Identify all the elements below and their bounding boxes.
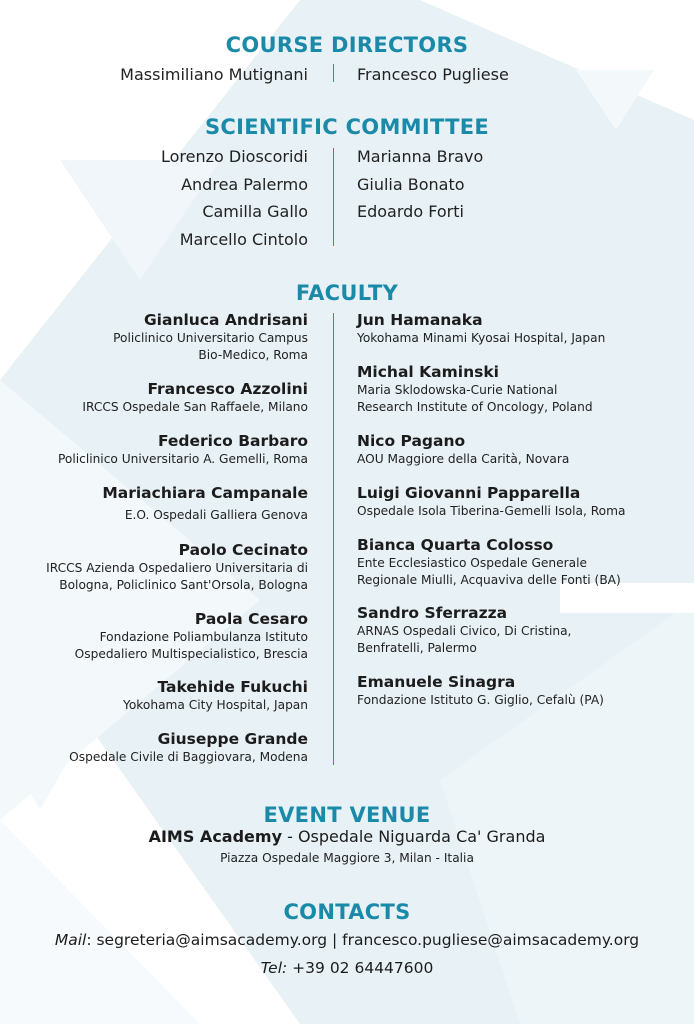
committee-right-column: Marianna Bravo Giulia Bonato Edoardo For…: [357, 143, 483, 226]
course-directors-divider: [333, 64, 334, 82]
venue-hospital: - Ospedale Niguarda Ca' Granda: [282, 827, 546, 846]
faculty-member: Luigi Giovanni Papparella Ospedale Isola…: [357, 484, 625, 520]
faculty-member: Jun Hamanaka Yokohama Minami Kyosai Hosp…: [357, 311, 605, 347]
faculty-name: Francesco Azzolini: [147, 380, 308, 398]
faculty-name: Giuseppe Grande: [157, 730, 308, 748]
committee-divider: [333, 148, 334, 246]
committee-member: Marcello Cintolo: [179, 229, 308, 249]
committee-member: Marianna Bravo: [357, 147, 484, 166]
contact-tel-line: Tel: +39 02 64447600: [0, 959, 694, 977]
contact-mail-line: Mail: segreteria@aimsacademy.org | franc…: [0, 931, 694, 949]
faculty-name: Mariachiara Campanale: [102, 484, 308, 502]
faculty-affiliation: Ospedale Isola Tiberina-Gemelli Isola, R…: [357, 504, 626, 518]
faculty-name: Gianluca Andrisani: [143, 311, 308, 329]
committee-member: Camilla Gallo: [202, 202, 308, 221]
faculty-name: Federico Barbaro: [157, 432, 308, 450]
faculty-member: Paola Cesaro Fondazione Poliambulanza Is…: [75, 610, 308, 663]
faculty-affiliation: AOU Maggiore della Carità, Novara: [357, 452, 570, 466]
committee-member: Edoardo Forti: [357, 202, 464, 221]
faculty-affiliation: Fondazione Istituto G. Giglio, Cefalù (P…: [357, 693, 604, 707]
venue-name-line: AIMS Academy - Ospedale Niguarda Ca' Gra…: [0, 827, 694, 846]
committee-left-column: Lorenzo Dioscoridi Andrea Palermo Camill…: [161, 143, 308, 253]
committee-member: Giulia Bonato: [357, 174, 465, 194]
faculty-divider: [333, 313, 334, 765]
faculty-affiliation: Bologna, Policlinico Sant'Orsola, Bologn…: [59, 578, 308, 592]
faculty-title: FACULTY: [295, 281, 399, 305]
faculty-name: Emanuele Sinagra: [357, 673, 516, 691]
faculty-member: Emanuele Sinagra Fondazione Istituto G. …: [357, 673, 604, 709]
faculty-affiliation: Research Institute of Oncology, Poland: [357, 400, 593, 414]
faculty-affiliation: Benfratelli, Palermo: [357, 641, 477, 655]
faculty-member: Gianluca Andrisani Policlinico Universit…: [113, 311, 308, 364]
scientific-committee-title: SCIENTIFIC COMMITTEE: [205, 115, 489, 139]
faculty-member: Bianca Quarta Colosso Ente Ecclesiastico…: [357, 536, 621, 589]
faculty-member: Giuseppe Grande Ospedale Civile di Baggi…: [69, 730, 308, 766]
faculty-name: Nico Pagano: [357, 432, 466, 450]
faculty-member: Francesco Azzolini IRCCS Ospedale San Ra…: [82, 380, 308, 416]
faculty-affiliation: Regionale Miulli, Acquaviva delle Fonti …: [357, 573, 621, 587]
faculty-member: Michal Kaminski Maria Sklodowska-Curie N…: [357, 363, 593, 416]
faculty-name: Luigi Giovanni Papparella: [357, 484, 581, 502]
faculty-affiliation: Ospedaliero Multispecialistico, Brescia: [74, 647, 308, 661]
faculty-name: Michal Kaminski: [357, 363, 499, 381]
faculty-member: Paolo Cecinato IRCCS Azienda Ospedaliero…: [46, 541, 308, 594]
faculty-name: Jun Hamanaka: [357, 311, 483, 329]
faculty-affiliation: ARNAS Ospedali Civico, Di Cristina,: [357, 624, 572, 638]
faculty-affiliation: Ospedale Civile di Baggiovara, Modena: [69, 750, 308, 764]
director-name: Francesco Pugliese: [357, 65, 509, 84]
faculty-affiliation: Ente Ecclesiastico Ospedale Generale: [357, 556, 587, 570]
committee-member: Andrea Palermo: [181, 174, 308, 194]
faculty-name: Takehide Fukuchi: [157, 678, 308, 696]
faculty-member: Takehide Fukuchi Yokohama City Hospital,…: [123, 678, 308, 714]
faculty-member: Nico Pagano AOU Maggiore della Carità, N…: [357, 432, 569, 468]
committee-member: Lorenzo Dioscoridi: [160, 147, 308, 166]
mail-label: Mail: [54, 931, 87, 949]
tel-value[interactable]: +39 02 64447600: [287, 959, 434, 977]
faculty-affiliation: Yokohama City Hospital, Japan: [123, 698, 308, 712]
faculty-name: Paolo Cecinato: [178, 541, 308, 559]
faculty-affiliation: Policlinico Universitario Campus: [113, 331, 308, 345]
faculty-name: Paola Cesaro: [194, 610, 308, 628]
faculty-affiliation: E.O. Ospedali Galliera Genova: [124, 508, 308, 522]
faculty-affiliation: Policlinico Universitario A. Gemelli, Ro…: [57, 452, 308, 466]
faculty-name: Sandro Sferrazza: [357, 604, 508, 622]
mail-value[interactable]: : segreteria@aimsacademy.org | francesco…: [86, 931, 640, 949]
course-directors-right: Francesco Pugliese: [357, 61, 509, 89]
faculty-affiliation: Fondazione Poliambulanza Istituto: [99, 630, 308, 644]
faculty-affiliation: IRCCS Azienda Ospedaliero Universitaria …: [46, 561, 308, 575]
faculty-affiliation: IRCCS Ospedale San Raffaele, Milano: [82, 400, 308, 414]
event-venue-title: EVENT VENUE: [263, 803, 431, 827]
venue-name: AIMS Academy: [148, 827, 282, 846]
course-directors-left: Massimiliano Mutignani: [120, 61, 308, 89]
faculty-affiliation: Yokohama Minami Kyosai Hospital, Japan: [357, 331, 606, 345]
faculty-member: Mariachiara Campanale E.O. Ospedali Gall…: [102, 484, 308, 524]
faculty-member: Federico Barbaro Policlinico Universitar…: [58, 432, 308, 468]
faculty-affiliation: Maria Sklodowska-Curie National: [357, 383, 558, 397]
venue-address: Piazza Ospedale Maggiore 3, Milan - Ital…: [220, 851, 474, 865]
course-directors-title: COURSE DIRECTORS: [225, 33, 469, 57]
faculty-member: Sandro Sferrazza ARNAS Ospedali Civico, …: [357, 604, 571, 657]
tel-label: Tel:: [260, 959, 288, 977]
contacts-title: CONTACTS: [283, 900, 411, 924]
faculty-affiliation: Bio-Medico, Roma: [198, 348, 308, 362]
faculty-name: Bianca Quarta Colosso: [357, 536, 554, 554]
director-name: Massimiliano Mutignani: [120, 65, 308, 84]
